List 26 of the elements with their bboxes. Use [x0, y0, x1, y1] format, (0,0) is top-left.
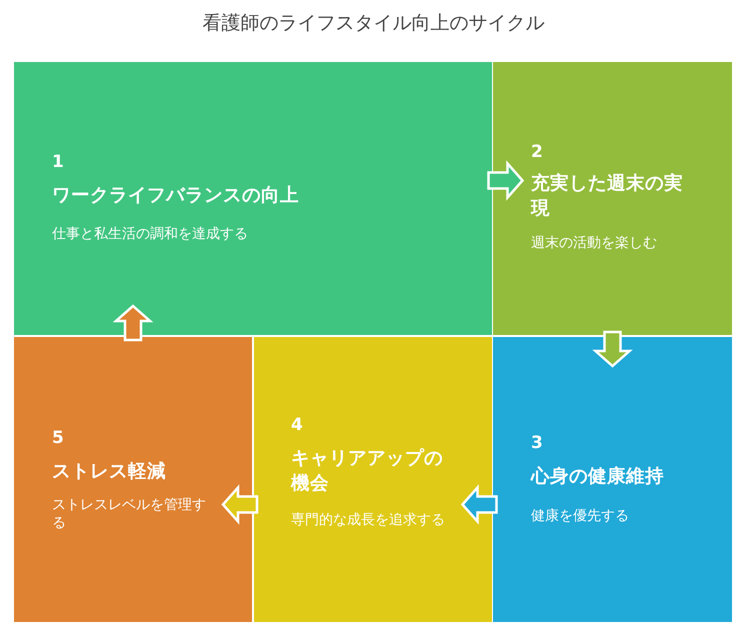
arrow: [487, 160, 524, 201]
arrow: [460, 484, 498, 525]
step-number: 2: [531, 142, 544, 162]
title: 看護師のライフスタイル向上のサイクル: [202, 11, 546, 36]
step-panel: [14, 337, 252, 622]
step-number: 3: [531, 433, 544, 453]
step-heading: 充実した週末の実現: [531, 172, 684, 221]
step-description: 週末の活動を楽しむ: [531, 234, 658, 252]
step-panel: [493, 62, 732, 335]
step-heading: 心身の健康維持: [531, 465, 665, 489]
step-panel: [14, 62, 492, 335]
step-heading: ワークライフバランスの向上: [52, 184, 300, 208]
step-heading: キャリアアップの機会: [291, 447, 444, 496]
step-description: 専門的な成長を追求する: [291, 511, 446, 530]
step-description: ストレスレベルを管理する: [52, 496, 207, 532]
arrow: [592, 330, 633, 368]
step-panel: [254, 337, 492, 622]
step-panel: [493, 337, 732, 622]
step-heading: ストレス軽減: [52, 460, 167, 484]
step-number: 5: [52, 428, 65, 448]
step-number: 4: [291, 415, 304, 435]
arrow: [221, 484, 258, 525]
arrow: [112, 304, 154, 342]
step-description: 健康を優先する: [531, 507, 630, 526]
step-number: 1: [52, 152, 65, 172]
step-description: 仕事と私生活の調和を達成する: [52, 225, 249, 244]
